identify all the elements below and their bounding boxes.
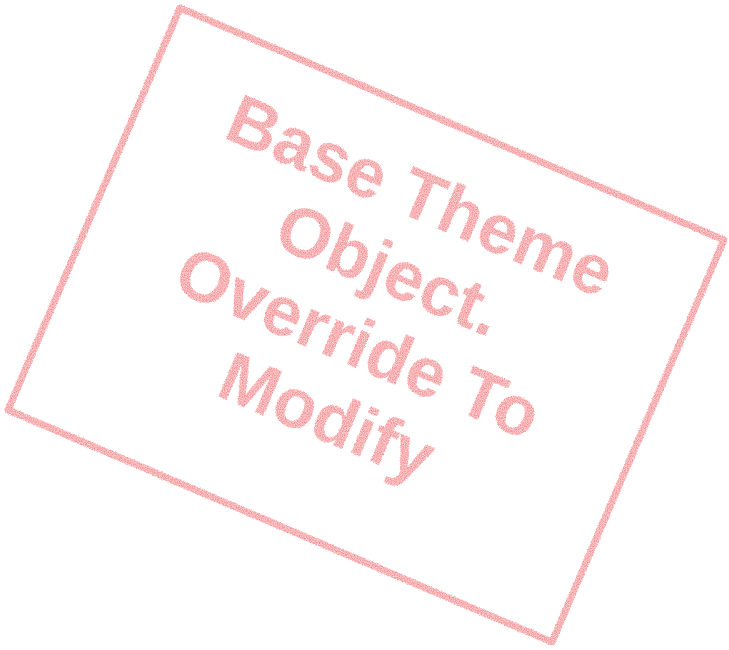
stamp: Base Theme Object. Override To Modify [4, 4, 728, 646]
stamp-border [4, 4, 728, 646]
